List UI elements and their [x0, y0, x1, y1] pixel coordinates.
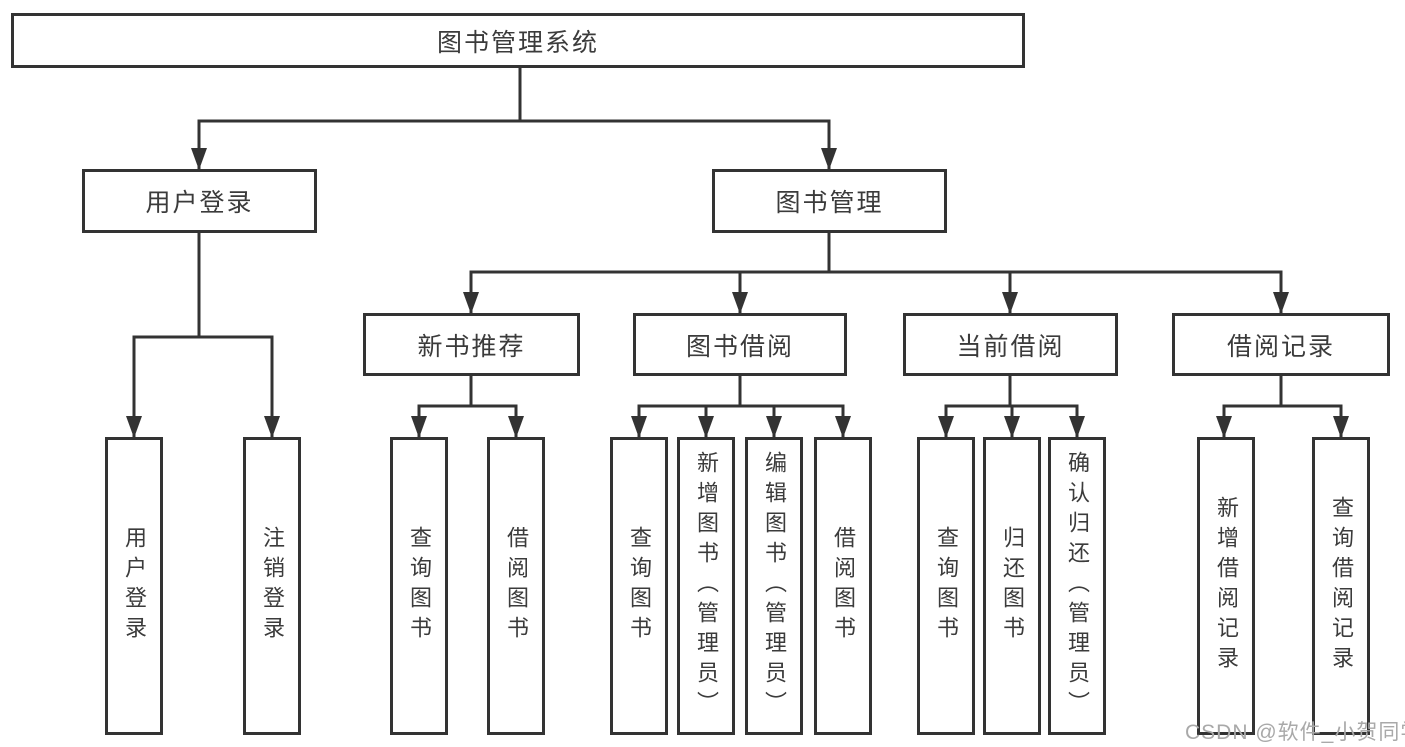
leaf-bb-edit-books-admin: 编辑图书（管理员）	[745, 437, 803, 735]
leaf-nbr-query-books-label: 查询图书	[407, 526, 432, 646]
leaf-br-query-record: 查询借阅记录	[1312, 437, 1370, 735]
node-new-book-recommendation: 新书推荐	[363, 313, 580, 376]
leaf-nbr-borrow-books: 借阅图书	[487, 437, 545, 735]
node-book-management: 图书管理	[712, 169, 947, 233]
leaf-br-add-record: 新增借阅记录	[1197, 437, 1255, 735]
node-user-login: 用户登录	[82, 169, 317, 233]
leaf-cb-confirm-return-admin: 确认归还（管理员）	[1048, 437, 1106, 735]
leaf-user-login: 用户登录	[105, 437, 163, 735]
leaf-cb-query-books-label: 查询图书	[934, 526, 959, 646]
leaf-br-add-record-label: 新增借阅记录	[1214, 496, 1239, 676]
leaf-nbr-query-books: 查询图书	[390, 437, 448, 735]
node-current-borrowing: 当前借阅	[903, 313, 1118, 376]
leaf-user-login-label: 用户登录	[122, 526, 147, 646]
node-borrowing-records: 借阅记录	[1172, 313, 1390, 376]
leaf-bb-borrow-books-label: 借阅图书	[831, 526, 856, 646]
leaf-cb-return-books-label: 归还图书	[1000, 526, 1025, 646]
leaf-cb-query-books: 查询图书	[917, 437, 975, 735]
leaf-br-query-record-label: 查询借阅记录	[1329, 496, 1354, 676]
leaf-logout-label: 注销登录	[260, 526, 285, 646]
leaf-cb-return-books: 归还图书	[983, 437, 1041, 735]
leaf-cb-confirm-return-admin-label: 确认归还（管理员）	[1065, 451, 1090, 721]
csdn-watermark: CSDN @软件_小贺同学	[1185, 721, 1405, 744]
leaf-bb-edit-books-admin-label: 编辑图书（管理员）	[762, 451, 787, 721]
leaf-bb-add-books-admin: 新增图书（管理员）	[677, 437, 735, 735]
leaf-bb-query-books-label: 查询图书	[627, 526, 652, 646]
leaf-bb-borrow-books: 借阅图书	[814, 437, 872, 735]
leaf-bb-add-books-admin-label: 新增图书（管理员）	[694, 451, 719, 721]
leaf-bb-query-books: 查询图书	[610, 437, 668, 735]
node-book-borrowing: 图书借阅	[633, 313, 847, 376]
node-root: 图书管理系统	[11, 13, 1025, 68]
leaf-logout: 注销登录	[243, 437, 301, 735]
leaf-nbr-borrow-books-label: 借阅图书	[504, 526, 529, 646]
